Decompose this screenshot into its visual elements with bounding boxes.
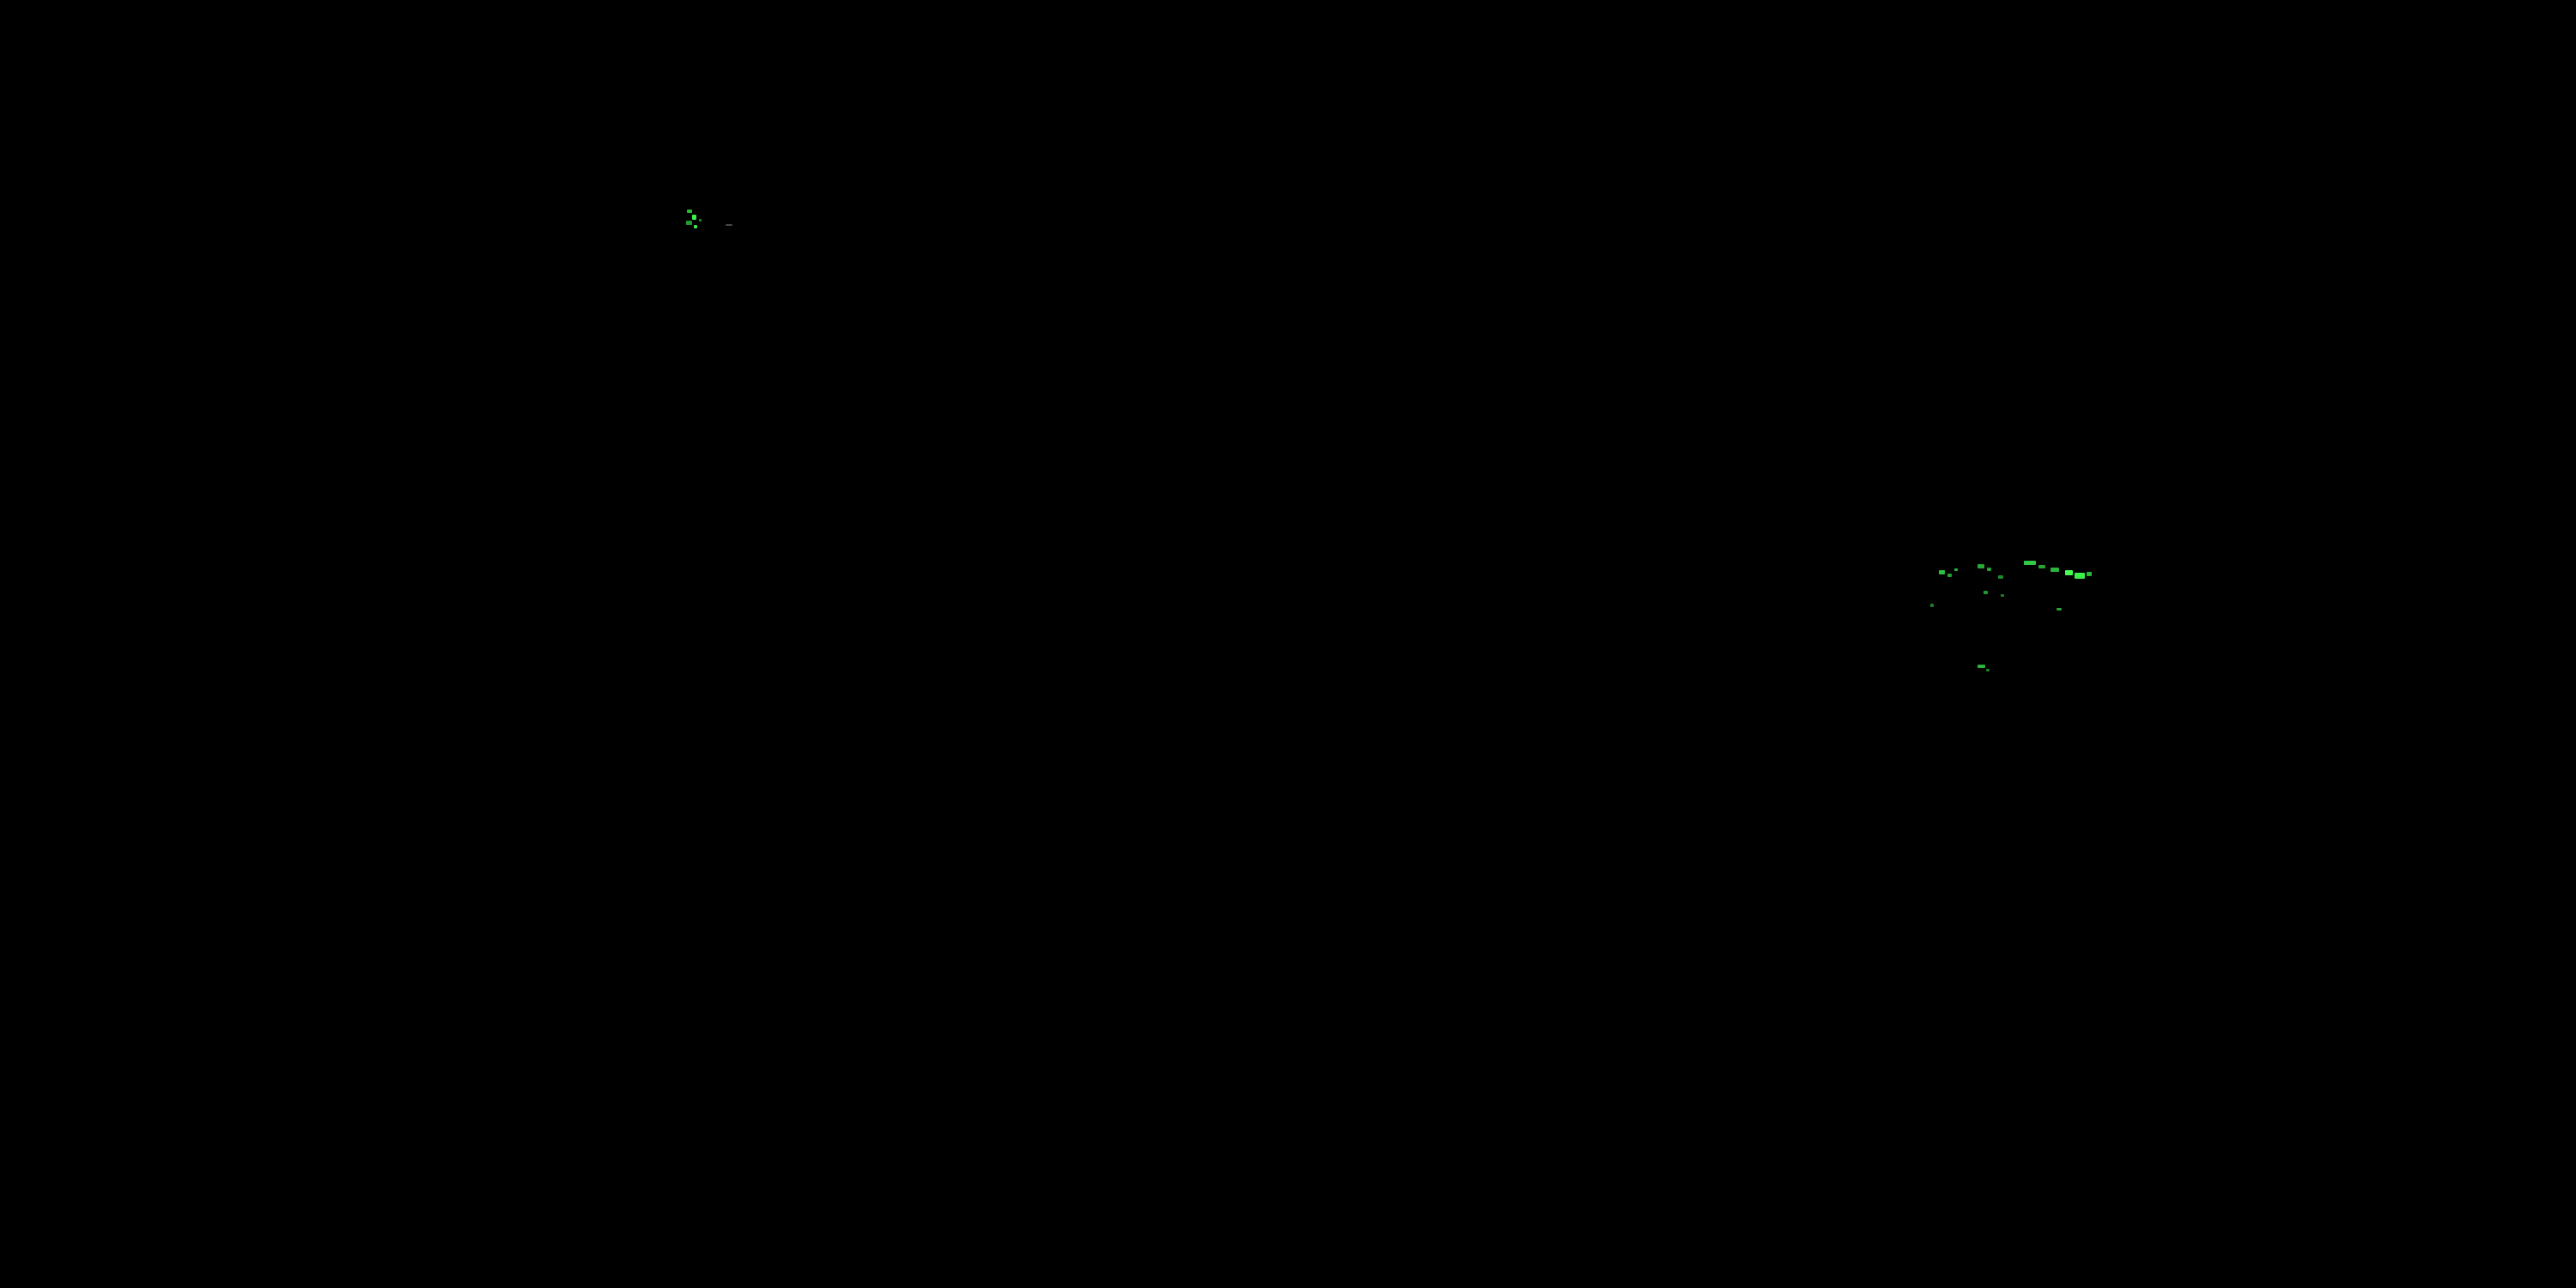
green-speck	[2075, 573, 2085, 579]
green-speck	[1984, 591, 1988, 594]
green-speck	[694, 225, 697, 228]
green-speck	[1978, 564, 1984, 568]
green-speck	[687, 210, 692, 213]
green-speck	[2024, 561, 2036, 565]
green-speck	[1987, 568, 1991, 571]
green-speck	[1978, 665, 1985, 668]
green-speck	[686, 221, 692, 225]
green-speck	[1986, 669, 1990, 671]
green-speck	[1998, 575, 2003, 579]
green-speck	[2065, 570, 2073, 575]
green-speck	[1939, 570, 1945, 574]
green-speck	[2057, 608, 2062, 611]
green-speck	[2050, 568, 2059, 572]
green-speck	[692, 215, 696, 220]
green-speck	[2001, 594, 2004, 597]
green-speck	[1930, 604, 1934, 607]
green-speck	[2087, 572, 2092, 576]
green-speck	[726, 224, 732, 226]
green-speck	[1947, 574, 1952, 577]
green-speck	[1954, 568, 1958, 571]
green-speck	[699, 219, 702, 222]
green-speck	[2038, 565, 2045, 568]
